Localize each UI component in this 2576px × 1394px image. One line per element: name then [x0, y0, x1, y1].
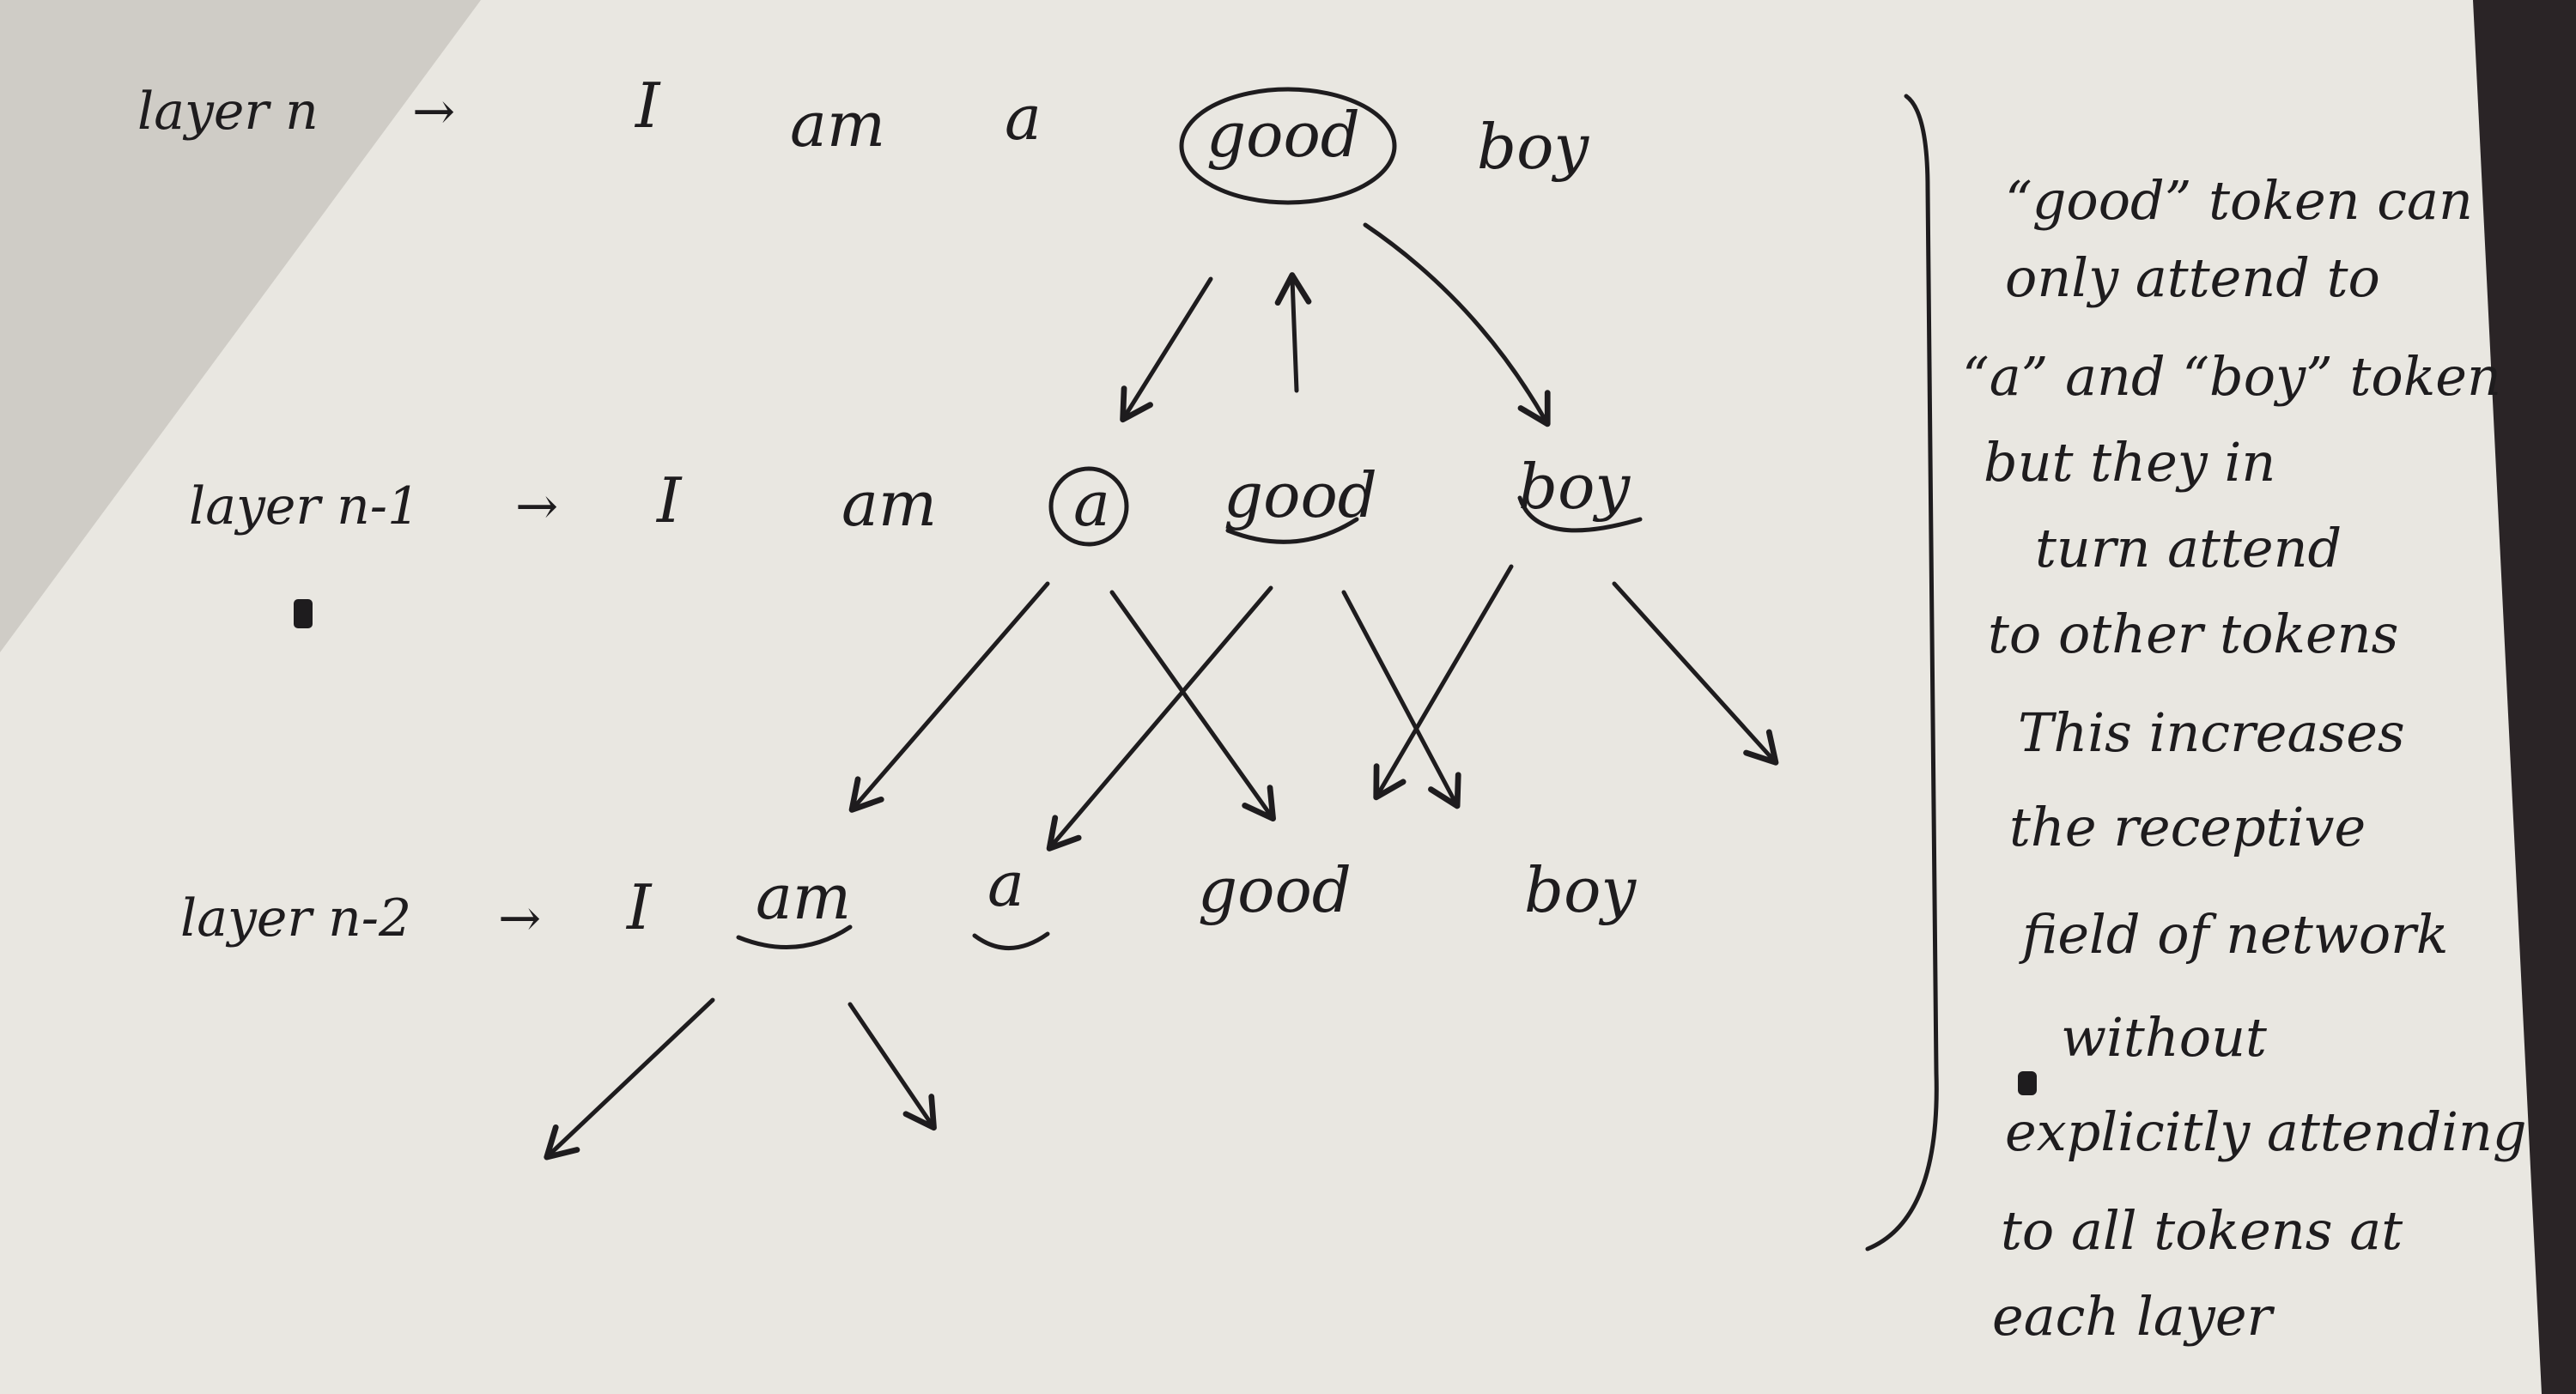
annotation-line-1: “good” token can: [2005, 169, 2473, 232]
annotation-line-6: to other tokens: [1988, 603, 2398, 665]
layer-n1-a-circle: [1048, 466, 1129, 547]
attention-arrows-n2-below: [544, 997, 937, 1161]
layer-n-label: layer n: [137, 82, 319, 142]
annotation-line-9: field of network: [2019, 903, 2448, 966]
layer-n1-token-am: am: [841, 468, 937, 540]
layer-n1-arrow: →: [515, 476, 558, 536]
layer-n2-am-underline: [736, 924, 853, 950]
arrow-boy-to-good: [1373, 564, 1514, 801]
annotation-line-11: explicitly attending: [2005, 1100, 2527, 1163]
arrow-good-up: [1274, 272, 1312, 393]
layer-n2-a-underline: [972, 931, 1050, 950]
arrow-a-to-am: [848, 581, 1050, 813]
annotation-text: “good” token can only attend to “a” and …: [1962, 169, 2527, 1348]
arrow-good-to-boy: [1363, 222, 1551, 427]
layer-n-good-circle: [1179, 87, 1397, 205]
attention-arrows-n-to-n1: [1120, 222, 1551, 427]
bullet-dot: [2018, 1071, 2037, 1095]
layer-n2-row: layer n-2 → I am a good boy: [180, 848, 1637, 950]
layer-n1-token-i: I: [655, 464, 683, 536]
paper-shadow: [0, 0, 481, 1394]
layer-n-token-am: am: [790, 88, 885, 161]
annotation-line-2: only attend to: [2005, 246, 2380, 309]
layer-n-token-i: I: [634, 70, 661, 142]
annotation-line-13: each layer: [1992, 1285, 2275, 1348]
layer-n-row: layer n → I am a good boy: [137, 70, 1589, 205]
layer-n-arrow: →: [412, 82, 455, 142]
layer-n2-token-boy: boy: [1524, 854, 1637, 926]
annotation-line-4: but they in: [1984, 431, 2275, 494]
annotation-line-8: the receptive: [2009, 796, 2366, 858]
ink-blot: [294, 599, 313, 628]
layer-n2-token-am: am: [756, 861, 851, 933]
layer-n1-good-underline: [1225, 517, 1359, 544]
layer-n1-token-a: a: [1073, 468, 1110, 540]
arrow-good-to-a2: [1046, 585, 1273, 852]
arrow-good-to-boy2: [1341, 590, 1461, 809]
layer-n1-label: layer n-1: [189, 476, 420, 536]
layer-n1-token-good: good: [1224, 459, 1377, 531]
layer-n1-row: layer n-1 → I am a good boy: [189, 451, 1643, 628]
annotation-line-12: to all tokens at: [2001, 1199, 2403, 1262]
layer-n2-token-i: I: [625, 871, 653, 943]
annotation-line-5: turn attend: [2035, 517, 2342, 579]
annotation-line-3: “a” and “boy” token: [1962, 345, 2501, 408]
arrow-am-down-left: [544, 997, 715, 1161]
layer-n-token-good: good: [1206, 99, 1360, 171]
annotation-line-7: This increases: [2018, 701, 2405, 764]
arrow-am-down-right: [848, 1002, 937, 1131]
layer-n2-arrow: →: [498, 888, 541, 949]
layer-n2-label: layer n-2: [180, 888, 411, 949]
attention-arrows-n1-to-n2: [848, 564, 1779, 852]
arrow-boy-right: [1612, 581, 1779, 766]
layer-n-token-boy: boy: [1477, 111, 1589, 183]
arrow-good-to-a: [1120, 276, 1213, 423]
layer-n1-token-boy: boy: [1518, 451, 1631, 523]
arrow-a-to-good: [1109, 590, 1276, 822]
layer-n2-token-a: a: [987, 848, 1024, 920]
layer-n1-boy-underline: [1517, 495, 1643, 533]
annotation-line-10: without: [2061, 1006, 2267, 1069]
annotation-brace: [1865, 94, 1939, 1252]
layer-n-token-a: a: [1005, 82, 1042, 154]
layer-n2-token-good: good: [1198, 854, 1352, 926]
